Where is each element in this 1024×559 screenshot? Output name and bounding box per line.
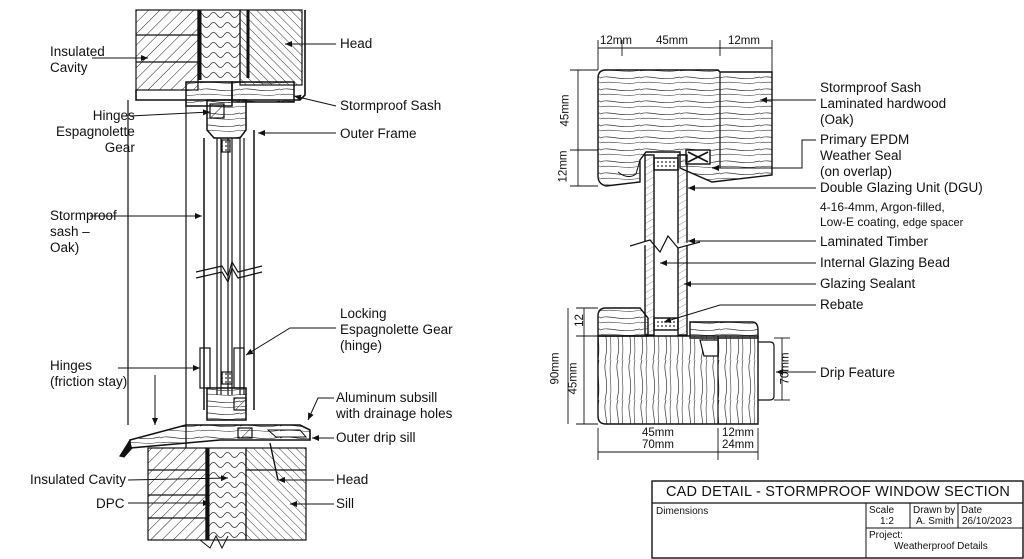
label-insulated-cavity-bottom: Insulated Cavity [30, 472, 127, 487]
dim-v-70: 70mm [779, 352, 792, 385]
label-dpc: DPC [96, 496, 125, 511]
label-subsill: Aluminum subsill with drainage holes [336, 390, 453, 421]
label-hinges-friction: Hinges (friction stay) [50, 358, 128, 389]
label-laminated-timber: Laminated Timber [820, 234, 929, 249]
label-sash-hardwood: Stormproof Sash Laminated hardwood (Oak) [820, 80, 947, 127]
label-stormproof-sash: Stormproof Sash [340, 98, 442, 113]
label-dgu-spec-1: 4-16-4mm, Argon-filled, [820, 200, 945, 214]
label-rebate: Rebate [820, 297, 864, 312]
label-dgu-spec-2: Low-E coating, edge spacer [820, 215, 964, 229]
dim-top-12a: 12mm [600, 35, 632, 47]
tb-drawn-by-value: A. Smith [916, 516, 954, 527]
tb-date-value: 26/10/2023 [962, 516, 1013, 527]
right-section [597, 69, 775, 425]
label-stormproof-sash-oak: Stormproof sash – Oak) [50, 208, 117, 255]
dim-v-12-top: 12mm [557, 150, 570, 183]
label-sill: Sill [336, 496, 355, 511]
dim-bottom-45: 45mm [642, 427, 674, 439]
label-outer-frame: Outer Frame [340, 126, 417, 141]
tb-scale-label: Scale [869, 505, 895, 516]
right-leaders [660, 97, 816, 375]
dim-v-45: 45mm [559, 94, 572, 127]
left-section [119, 9, 311, 550]
label-head-bottom: Head [336, 472, 369, 487]
right-dimensions [567, 40, 790, 460]
label-glazing-bead: Internal Glazing Bead [820, 255, 950, 270]
tb-date-label: Date [961, 505, 983, 516]
dim-v-90: 90mm [549, 352, 562, 385]
label-drip-feature: Drip Feature [820, 365, 896, 380]
label-insulated-cavity-top: Insulated Cavity [50, 44, 105, 75]
label-epdm-seal: Primary EPDM Weather Seal (on overlap) [820, 132, 910, 179]
dim-top-12b: 12mm [728, 35, 760, 47]
label-dgu: Double Glazing Unit (DGU) [820, 180, 983, 195]
dim-top-45: 45mm [656, 35, 688, 47]
label-glazing-sealant: Glazing Sealant [820, 276, 916, 291]
dim-bottom-24: 24mm [722, 439, 754, 451]
tb-scale-value: 1:2 [880, 516, 894, 527]
tb-project-label: Project: [869, 530, 903, 541]
tb-dimensions-label: Dimensions [656, 506, 709, 517]
tb-drawn-by-label: Drawn by [913, 505, 956, 516]
dim-v-45-bottom: 45mm [567, 362, 580, 395]
dim-v-12-bottom: 12 [573, 314, 586, 327]
title-block [651, 480, 1024, 559]
label-locking-gear: Locking Espagnolette Gear (hinge) [340, 306, 453, 353]
tb-project-value: Weatherproof Details [894, 541, 988, 552]
title-block-title: CAD DETAIL - STORMPROOF WINDOW SECTION [665, 484, 1011, 500]
label-outer-drip-sill: Outer drip sill [336, 430, 416, 445]
dim-bottom-70: 70mm [642, 439, 674, 451]
left-leaders [90, 41, 337, 507]
label-hinges-espagnolette: Hinges Espagnolette Gear [56, 108, 135, 155]
dim-bottom-12: 12mm [722, 427, 754, 439]
label-head-top: Head [340, 36, 373, 51]
